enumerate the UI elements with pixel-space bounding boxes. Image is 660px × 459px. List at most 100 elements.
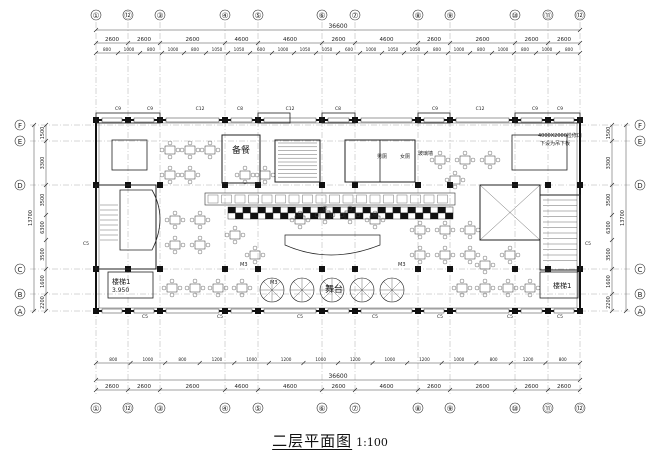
dim-text: 2600: [186, 384, 200, 390]
dim-tick: [222, 387, 228, 393]
window-tag: C5: [83, 241, 89, 247]
chair: [515, 252, 521, 258]
structural-column: [222, 182, 228, 188]
dim-tick: [313, 50, 319, 56]
chair: [187, 154, 193, 160]
dim-text: 36600: [328, 23, 347, 30]
dim-tick: [609, 138, 615, 144]
dim-tick: [379, 50, 385, 56]
dim-text: 1000: [498, 47, 509, 52]
checker-tile: [250, 206, 259, 214]
chair: [482, 292, 488, 298]
dim-text: 1200: [212, 357, 223, 362]
umbrella-rib: [293, 281, 303, 291]
chair: [452, 170, 458, 176]
axis-bubble: [444, 9, 456, 21]
chair: [207, 154, 213, 160]
dim-text: 3500: [40, 194, 46, 207]
dim-tick: [125, 387, 131, 393]
chair: [450, 252, 456, 258]
dim-text: 800: [109, 357, 117, 362]
chair: [172, 235, 178, 241]
umbrella-rib: [293, 289, 303, 299]
dim-text: 1500: [606, 127, 612, 140]
dim-tick: [31, 308, 37, 314]
dim-tick: [157, 387, 163, 393]
chair: [205, 217, 211, 223]
chair: [417, 220, 423, 226]
stair-label-left: 楼梯1: [112, 277, 130, 286]
structural-column: [415, 182, 421, 188]
dining-table: [459, 155, 471, 165]
dim-tick: [125, 40, 131, 46]
axis-bubble: [412, 9, 424, 21]
chair: [505, 292, 511, 298]
dim-tick: [269, 50, 275, 56]
window-bay: [133, 308, 155, 314]
axis-row-label: A: [638, 308, 643, 316]
axis-bubble: [219, 402, 231, 414]
dim-tick: [93, 27, 99, 33]
dim-text: 4600: [283, 37, 297, 43]
chair: [459, 292, 465, 298]
stage-label: 舞台: [325, 283, 343, 295]
axis-col-label: ⑩: [512, 404, 519, 413]
dim-tick: [232, 360, 237, 366]
axis-col-label: ⑨: [447, 11, 454, 20]
dim-text: 2200: [606, 296, 612, 309]
axis-bubble: [412, 402, 424, 414]
counter-seat: [369, 194, 381, 204]
umbrella-rib: [391, 289, 401, 299]
axis-row-label: D: [637, 182, 642, 190]
chair: [172, 210, 178, 216]
structural-column: [512, 308, 518, 314]
dim-text: 800: [521, 47, 529, 52]
checker-tile: [362, 206, 371, 214]
chair: [467, 259, 473, 265]
checker-tile: [415, 212, 424, 220]
structural-column: [319, 308, 325, 314]
chair: [289, 217, 295, 223]
structural-column: [415, 266, 421, 272]
stair-core: [274, 139, 321, 183]
structural-column: [545, 266, 551, 272]
dining-table: [439, 225, 451, 235]
axis-col-label: ⑨: [447, 404, 454, 413]
umbrella-rib: [383, 289, 393, 299]
axis-bubble: [316, 402, 328, 414]
dining-table: [369, 215, 381, 225]
chair: [527, 278, 533, 284]
dim-text: 1000: [168, 47, 179, 52]
dim-tick: [543, 360, 548, 366]
axis-col-label: ④: [222, 11, 229, 20]
dim-tick: [577, 40, 583, 46]
window-tag: C5: [437, 314, 443, 320]
chair: [197, 249, 203, 255]
counter-seat: [437, 194, 448, 204]
shaft-cross: [479, 184, 541, 241]
chair: [459, 252, 465, 258]
service-room: [111, 139, 148, 171]
bay-projection: [514, 112, 581, 124]
chair: [215, 147, 221, 153]
dining-table: [464, 250, 476, 260]
window-tag: C5: [297, 314, 303, 320]
axis-bubble: [444, 402, 456, 414]
dining-table: [456, 283, 468, 293]
structural-column: [222, 308, 228, 314]
stair-hall-left: [95, 184, 157, 270]
structural-column: [157, 266, 163, 272]
dim-tick: [489, 50, 495, 56]
axis-bubble: [90, 9, 102, 21]
chair: [180, 217, 186, 223]
counter-seat: [356, 194, 367, 204]
chair: [429, 157, 435, 163]
chair: [175, 172, 181, 178]
umbrella-rib: [383, 281, 393, 291]
dim-tick: [370, 360, 375, 366]
chair: [467, 234, 473, 240]
dim-tick: [445, 50, 451, 56]
checker-tile: [377, 206, 386, 214]
